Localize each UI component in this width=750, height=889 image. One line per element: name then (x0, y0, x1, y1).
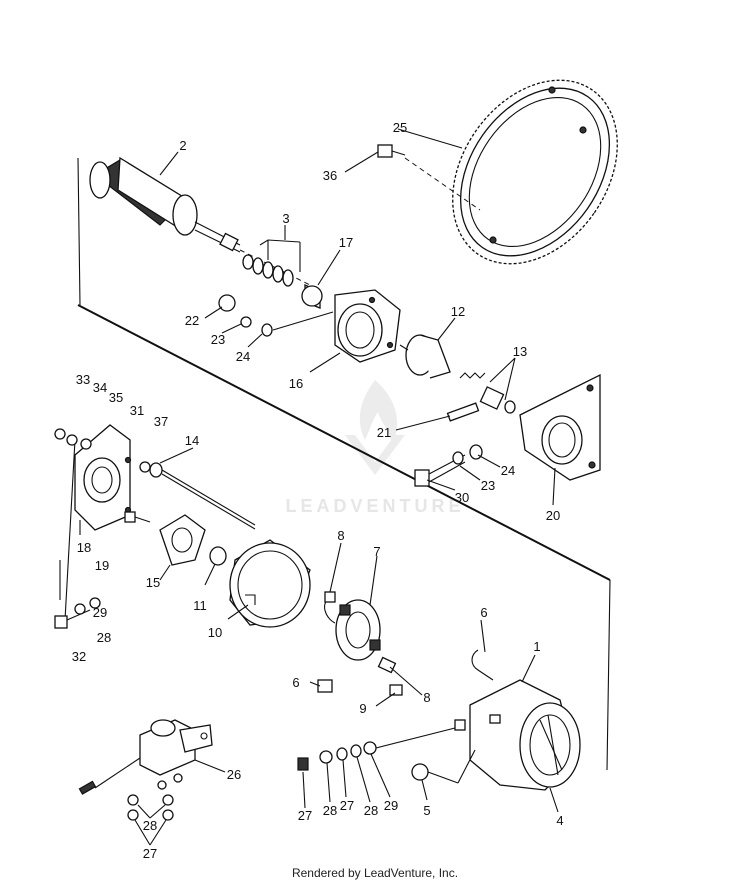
solenoid (78, 719, 213, 795)
label-29a: 29 (93, 605, 107, 620)
label-3: 3 (282, 211, 289, 226)
label-1: 1 (533, 639, 540, 654)
label-10: 10 (208, 625, 222, 640)
label-27b: 27 (298, 808, 312, 823)
label-4: 4 (556, 813, 563, 828)
label-20: 20 (546, 508, 560, 523)
label-7: 7 (373, 544, 380, 559)
label-37: 37 (154, 414, 168, 429)
label-8a: 8 (337, 528, 344, 543)
brush-cover (159, 514, 206, 566)
label-27a: 27 (143, 846, 157, 861)
bushing (301, 283, 323, 309)
label-28d: 28 (364, 803, 378, 818)
label-18: 18 (77, 540, 91, 555)
label-24b: 24 (501, 463, 515, 478)
small-washers (54, 428, 92, 450)
left-bolt (54, 597, 101, 629)
label-27c: 27 (340, 798, 354, 813)
commutator-bushing (209, 546, 227, 566)
label-34: 34 (93, 380, 107, 395)
label-5: 5 (423, 803, 430, 818)
label-14: 14 (185, 433, 199, 448)
label-23b: 23 (481, 478, 495, 493)
end-frame (229, 539, 311, 628)
watermark-text: LEADVENTURE (285, 496, 464, 516)
stud (446, 402, 480, 422)
part-number-labels: 2 25 36 3 17 22 23 24 16 12 13 21 24 23 … (72, 120, 564, 861)
label-28a: 28 (97, 630, 111, 645)
label-25: 25 (393, 120, 407, 135)
drive-spring (459, 372, 516, 414)
label-17: 17 (339, 235, 353, 250)
drive-pinion (399, 334, 451, 379)
label-8b: 8 (423, 690, 430, 705)
label-12: 12 (451, 304, 465, 319)
label-28c: 28 (323, 803, 337, 818)
label-16: 16 (289, 376, 303, 391)
label-32: 32 (72, 649, 86, 664)
mounting-bracket (519, 373, 601, 481)
upper-washers (218, 294, 273, 337)
through-bolt (139, 461, 256, 530)
label-28b: 28 (143, 818, 157, 833)
label-6a: 6 (480, 605, 487, 620)
label-36: 36 (323, 168, 337, 183)
label-21: 21 (377, 425, 391, 440)
leadventure-watermark: LEADVENTURE (285, 380, 464, 516)
label-19: 19 (95, 558, 109, 573)
label-35: 35 (109, 390, 123, 405)
label-2: 2 (179, 138, 186, 153)
brush-lower (317, 679, 333, 693)
footer-credit: Rendered by LeadVenture, Inc. (291, 866, 459, 880)
brush-holder (324, 591, 381, 661)
solenoid-hardware (127, 794, 174, 821)
ring-gear (452, 79, 618, 265)
label-31: 31 (130, 403, 144, 418)
label-13: 13 (513, 344, 527, 359)
label-30: 30 (455, 490, 469, 505)
armature (89, 156, 321, 291)
label-22: 22 (185, 313, 199, 328)
label-9: 9 (359, 701, 366, 716)
label-15: 15 (146, 575, 160, 590)
panel-dividers (64, 157, 611, 771)
label-24a: 24 (236, 349, 250, 364)
end-plate-screw (124, 511, 151, 523)
motor-housing (454, 649, 581, 791)
label-26: 26 (227, 767, 241, 782)
label-23a: 23 (211, 332, 225, 347)
leader-lines (59, 128, 559, 846)
washer-stack (242, 254, 294, 287)
v-logo-icon (345, 435, 405, 475)
label-6b: 6 (292, 675, 299, 690)
label-11: 11 (193, 598, 207, 613)
ring-gear-bolt (377, 144, 481, 211)
label-33: 33 (76, 372, 90, 387)
brush-spring (377, 656, 403, 696)
bracket-bolt (414, 444, 483, 487)
flame-logo-icon (359, 380, 398, 445)
housing-screw (411, 749, 476, 784)
terminal-hardware (297, 727, 456, 771)
drive-end-housing (334, 289, 401, 363)
label-29b: 29 (384, 798, 398, 813)
